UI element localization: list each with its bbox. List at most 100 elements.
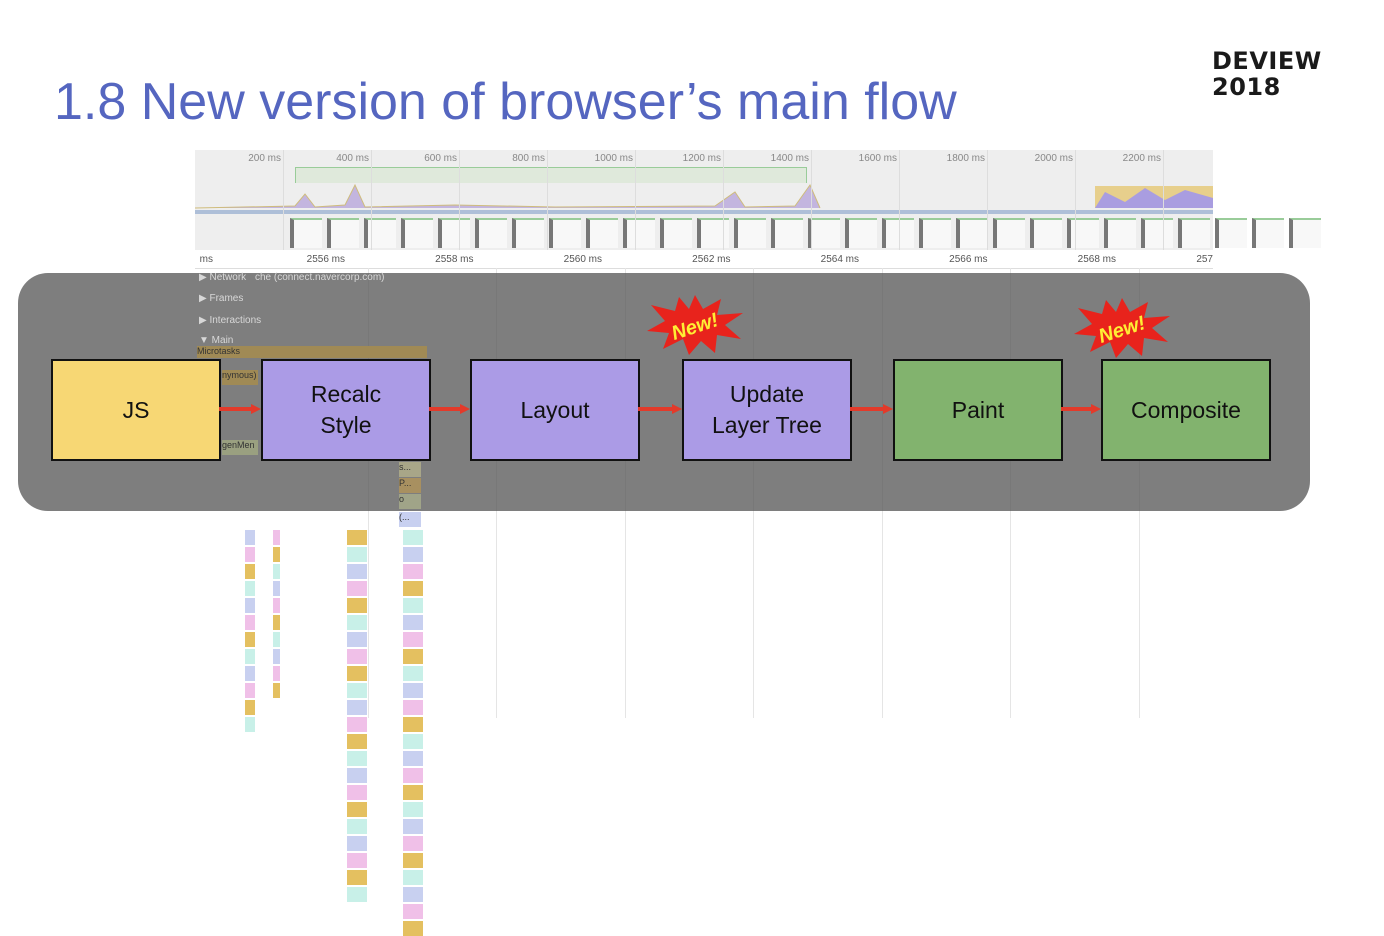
flame-stack-entry[interactable] bbox=[347, 802, 367, 817]
track-frames[interactable]: ▶ Frames bbox=[199, 293, 244, 304]
track-main[interactable]: ▼ Main bbox=[199, 335, 234, 346]
flame-stack-entry[interactable] bbox=[245, 598, 255, 613]
flame-microtasks[interactable]: Microtasks bbox=[197, 346, 427, 358]
flame-stack-entry[interactable] bbox=[347, 598, 367, 613]
flame-stack-entry[interactable] bbox=[403, 530, 423, 545]
screenshot-thumbnail[interactable] bbox=[438, 218, 470, 248]
screenshot-thumbnail[interactable] bbox=[993, 218, 1025, 248]
flame-stack-entry[interactable] bbox=[403, 853, 423, 868]
screenshot-thumbnail[interactable] bbox=[1030, 218, 1062, 248]
flame-stack-entry[interactable] bbox=[347, 785, 367, 800]
flame-stack-entry[interactable] bbox=[245, 530, 255, 545]
flame-stack-entry[interactable] bbox=[403, 870, 423, 885]
flame-stack-entry[interactable] bbox=[347, 734, 367, 749]
screenshot-thumbnail[interactable] bbox=[1141, 218, 1173, 248]
screenshot-thumbnail[interactable] bbox=[956, 218, 988, 248]
flame-stack-entry[interactable] bbox=[347, 547, 367, 562]
flame-stack-entry[interactable] bbox=[245, 666, 255, 681]
flame-stack-entry[interactable] bbox=[403, 632, 423, 647]
flame-stack-entry[interactable] bbox=[347, 870, 367, 885]
flame-stack-entry[interactable] bbox=[403, 819, 423, 834]
flame-stack-entry[interactable] bbox=[245, 632, 255, 647]
flame-stack-entry[interactable] bbox=[245, 581, 255, 596]
flame-stack-entry[interactable] bbox=[245, 564, 255, 579]
flame-stack-entry[interactable] bbox=[245, 547, 255, 562]
flame-stack-entry[interactable] bbox=[273, 564, 280, 579]
screenshot-thumbnail[interactable] bbox=[660, 218, 692, 248]
flame-stack-entry[interactable] bbox=[347, 581, 367, 596]
flame-stack-entry[interactable] bbox=[347, 632, 367, 647]
screenshot-thumbnail[interactable] bbox=[734, 218, 766, 248]
screenshot-thumbnail[interactable] bbox=[401, 218, 433, 248]
screenshot-thumbnail[interactable] bbox=[290, 218, 322, 248]
flame-stack-entry[interactable] bbox=[273, 598, 280, 613]
flame-genmen[interactable]: genMen bbox=[222, 440, 258, 455]
flame-stack-entry[interactable] bbox=[273, 615, 280, 630]
screenshot-thumbnail[interactable] bbox=[1104, 218, 1136, 248]
screenshot-thumbnail[interactable] bbox=[845, 218, 877, 248]
flame-stack-entry[interactable] bbox=[273, 581, 280, 596]
flame-stack-entry[interactable] bbox=[403, 717, 423, 732]
flame-stack-entry[interactable] bbox=[403, 734, 423, 749]
flame-stack-entry[interactable] bbox=[403, 649, 423, 664]
screenshot-thumbnail[interactable] bbox=[623, 218, 655, 248]
flame-stack-entry[interactable] bbox=[347, 853, 367, 868]
flame-stack-entry[interactable] bbox=[273, 666, 280, 681]
screenshot-thumbnail[interactable] bbox=[771, 218, 803, 248]
flame-stack-entry[interactable] bbox=[403, 581, 423, 596]
flame-s[interactable]: s... bbox=[399, 462, 421, 477]
flame-stack-entry[interactable] bbox=[403, 598, 423, 613]
flame-stack-entry[interactable] bbox=[347, 615, 367, 630]
flame-stack-entry[interactable] bbox=[403, 683, 423, 698]
flame-stack-entry[interactable] bbox=[403, 802, 423, 817]
screenshot-thumbnail[interactable] bbox=[327, 218, 359, 248]
flame-stack-entry[interactable] bbox=[245, 700, 255, 715]
flame-stack-entry[interactable] bbox=[347, 700, 367, 715]
flame-stack-entry[interactable] bbox=[273, 530, 280, 545]
flame-stack-entry[interactable] bbox=[273, 683, 280, 698]
screenshot-thumbnail[interactable] bbox=[586, 218, 618, 248]
flame-stack-entry[interactable] bbox=[403, 751, 423, 766]
track-interactions[interactable]: ▶ Interactions bbox=[199, 315, 262, 326]
flame-o[interactable]: o bbox=[399, 494, 421, 509]
flame-stack-entry[interactable] bbox=[347, 717, 367, 732]
flame-stack-entry[interactable] bbox=[403, 836, 423, 851]
screenshot-thumbnail[interactable] bbox=[512, 218, 544, 248]
screenshot-thumbnail[interactable] bbox=[1289, 218, 1321, 248]
flame-stack-entry[interactable] bbox=[403, 921, 423, 936]
flame-stack-entry[interactable] bbox=[245, 717, 255, 732]
flame-stack-entry[interactable] bbox=[347, 819, 367, 834]
flame-stack-entry[interactable] bbox=[403, 615, 423, 630]
flame-paren[interactable]: (... bbox=[399, 512, 421, 527]
flame-stack-entry[interactable] bbox=[403, 666, 423, 681]
flame-stack-entry[interactable] bbox=[347, 649, 367, 664]
flame-stack-entry[interactable] bbox=[273, 649, 280, 664]
flame-p[interactable]: P... bbox=[399, 478, 421, 493]
flame-stack-entry[interactable] bbox=[403, 547, 423, 562]
screenshot-thumbnail[interactable] bbox=[1215, 218, 1247, 248]
flame-stack-entry[interactable] bbox=[347, 887, 367, 902]
flame-stack-entry[interactable] bbox=[273, 547, 280, 562]
screenshot-thumbnail[interactable] bbox=[1067, 218, 1099, 248]
flame-stack-entry[interactable] bbox=[245, 683, 255, 698]
flame-stack-entry[interactable] bbox=[245, 615, 255, 630]
screenshot-thumbnail[interactable] bbox=[1178, 218, 1210, 248]
flame-stack-entry[interactable] bbox=[403, 564, 423, 579]
flame-stack-entry[interactable] bbox=[403, 904, 423, 919]
flame-stack-entry[interactable] bbox=[347, 683, 367, 698]
flame-stack-entry[interactable] bbox=[347, 836, 367, 851]
flame-stack-entry[interactable] bbox=[347, 751, 367, 766]
screenshot-thumbnail[interactable] bbox=[549, 218, 581, 248]
screenshot-thumbnail[interactable] bbox=[364, 218, 396, 248]
screenshot-thumbnail[interactable] bbox=[808, 218, 840, 248]
flame-stack-entry[interactable] bbox=[347, 530, 367, 545]
flame-stack-entry[interactable] bbox=[347, 564, 367, 579]
screenshot-thumbnail[interactable] bbox=[475, 218, 507, 248]
flame-stack-entry[interactable] bbox=[403, 785, 423, 800]
track-network[interactable]: ▶ Network bbox=[199, 272, 247, 283]
screenshot-thumbnail[interactable] bbox=[697, 218, 729, 248]
flame-stack-entry[interactable] bbox=[403, 768, 423, 783]
screenshot-thumbnail[interactable] bbox=[1252, 218, 1284, 248]
flame-stack-entry[interactable] bbox=[403, 887, 423, 902]
flame-anonymous[interactable]: nymous) bbox=[222, 370, 258, 385]
